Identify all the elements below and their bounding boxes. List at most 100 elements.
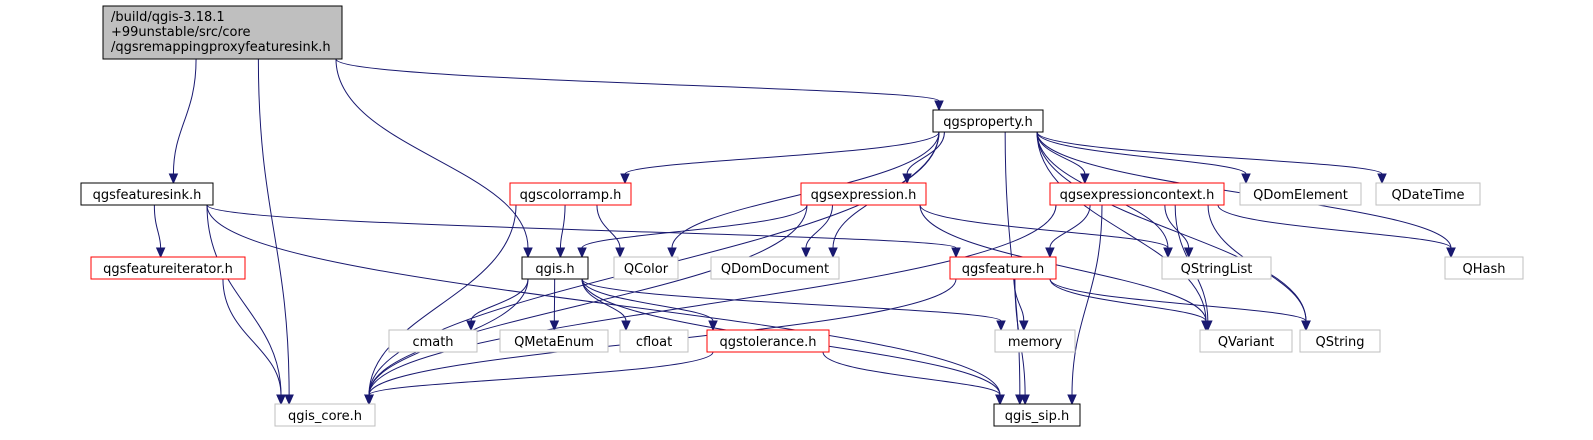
edge-arrowhead — [284, 394, 294, 406]
node-label: QColor — [624, 262, 669, 277]
edge-qgsproperty-to-qgsexpressioncontext — [1036, 131, 1090, 185]
edge-arrowhead — [1067, 394, 1077, 406]
node-qgsfeatureiterator[interactable]: qgsfeatureiterator.h — [90, 256, 246, 280]
edge-root-to-qgsfeaturesink — [168, 58, 197, 185]
node-box — [102, 5, 343, 60]
edge-arrowhead — [523, 247, 533, 259]
edge-line — [581, 278, 627, 322]
node-label: qgsexpressioncontext.h — [1060, 188, 1215, 203]
edge-root-to-qgsproperty — [335, 58, 944, 112]
node-box — [949, 256, 1057, 280]
node-QColor: QColor — [613, 256, 679, 280]
node-box — [993, 403, 1081, 427]
edge-arrowhead — [155, 247, 166, 259]
node-QDateTime: QDateTime — [1375, 182, 1481, 206]
edge-line — [581, 204, 808, 249]
node-box — [1299, 329, 1381, 353]
edge-qgstolerance-to-qgis_sip — [822, 351, 1005, 406]
node-qgscolorramp[interactable]: qgscolorramp.h — [509, 182, 632, 206]
node-box — [90, 256, 246, 280]
edge-arrowhead — [549, 320, 560, 332]
edge-line — [1036, 131, 1086, 175]
node-QHash: QHash — [1444, 256, 1524, 280]
edge-line — [335, 58, 940, 102]
node-box — [509, 182, 632, 206]
edge-line — [368, 204, 808, 396]
node-box — [274, 403, 376, 427]
node-box — [619, 329, 689, 353]
edge-line — [206, 204, 957, 249]
edge-line — [559, 204, 566, 249]
edge-arrowhead — [168, 173, 179, 185]
edge-arrowhead — [951, 247, 961, 259]
node-label: qgstolerance.h — [719, 335, 816, 350]
edge-line — [1217, 204, 1452, 249]
edge-arrowhead — [801, 247, 811, 259]
edge-arrowhead — [1446, 247, 1456, 259]
node-box — [80, 182, 214, 206]
node-memory: memory — [994, 329, 1076, 353]
node-qgstolerance[interactable]: qgstolerance.h — [706, 329, 830, 353]
edge-line — [1036, 131, 1247, 175]
edge-arrowhead — [934, 100, 944, 112]
edge-qgsexpression-to-qgis — [577, 204, 808, 259]
node-label: +99unstable/src/core — [111, 25, 251, 40]
node-box — [1375, 182, 1481, 206]
edge-qgsexpression-to-QStringList — [919, 204, 1173, 259]
edge-arrowhead — [1163, 247, 1173, 259]
edge-qgsexpressioncontext-to-qgsfeature — [1045, 204, 1091, 259]
edge-arrowhead — [1377, 173, 1387, 185]
edge-arrowhead — [1080, 173, 1090, 185]
edge-arrowhead — [615, 247, 625, 259]
node-box — [1199, 329, 1293, 353]
node-qgsfeature[interactable]: qgsfeature.h — [949, 256, 1057, 280]
edge-arrowhead — [276, 394, 286, 406]
edge-qgsfeaturesink-to-qgsfeatureiterator — [153, 204, 166, 259]
edge-line — [222, 278, 282, 396]
edge-line — [906, 131, 945, 175]
edge-qgscolorramp-to-qgis — [555, 204, 566, 259]
node-box — [994, 329, 1076, 353]
edge-line — [624, 131, 940, 175]
edge-line — [1049, 204, 1091, 249]
node-label: qgsfeatureiterator.h — [103, 262, 233, 277]
node-qgsproperty[interactable]: qgsproperty.h — [932, 109, 1044, 133]
edge-arrowhead — [828, 247, 838, 259]
edge-line — [919, 204, 1169, 249]
node-QDomElement: QDomElement — [1239, 182, 1362, 206]
edge-line — [1049, 278, 1207, 322]
node-qgsexpression[interactable]: qgsexpression.h — [800, 182, 927, 206]
edge-arrowhead — [621, 320, 631, 332]
edge-arrowhead — [620, 173, 630, 185]
edge-line — [1036, 131, 1207, 322]
edge-qgsfeature-to-QString — [1049, 278, 1311, 332]
node-label: qgsexpression.h — [811, 188, 917, 203]
edge-arrowhead — [577, 247, 587, 259]
edge-arrowhead — [667, 247, 677, 259]
edge-line — [581, 278, 714, 322]
node-label: cfloat — [636, 335, 672, 350]
edge-arrowhead — [1241, 173, 1251, 185]
node-label: QDateTime — [1391, 188, 1464, 203]
node-box — [1161, 256, 1272, 280]
node-label: QString — [1315, 335, 1364, 350]
node-qgsfeaturesink[interactable]: qgsfeaturesink.h — [80, 182, 214, 206]
edge-qgsfeaturesink-to-qgsfeature — [206, 204, 961, 259]
edge-qgsproperty-to-QString — [1036, 131, 1311, 332]
edge-line — [919, 204, 1207, 322]
node-label: qgis_core.h — [288, 409, 362, 424]
node-qgis_sip[interactable]: qgis_sip.h — [993, 403, 1081, 427]
node-label: QHash — [1463, 262, 1506, 277]
edge-line — [1036, 131, 1307, 322]
node-label: QDomDocument — [721, 262, 829, 277]
node-qgsexpressioncontext[interactable]: qgsexpressioncontext.h — [1049, 182, 1225, 206]
node-box — [932, 109, 1044, 133]
node-box — [800, 182, 927, 206]
node-label: /build/qgis-3.18.1 — [111, 10, 225, 25]
edge-qgsexpressioncontext-to-qgis_sip — [1067, 204, 1103, 406]
edge-arrowhead — [466, 320, 476, 332]
node-box — [710, 256, 840, 280]
nodes-layer: /build/qgis-3.18.1+99unstable/src/core/q… — [80, 5, 1524, 427]
node-qgis[interactable]: qgis.h — [521, 256, 589, 280]
node-box — [388, 329, 478, 353]
